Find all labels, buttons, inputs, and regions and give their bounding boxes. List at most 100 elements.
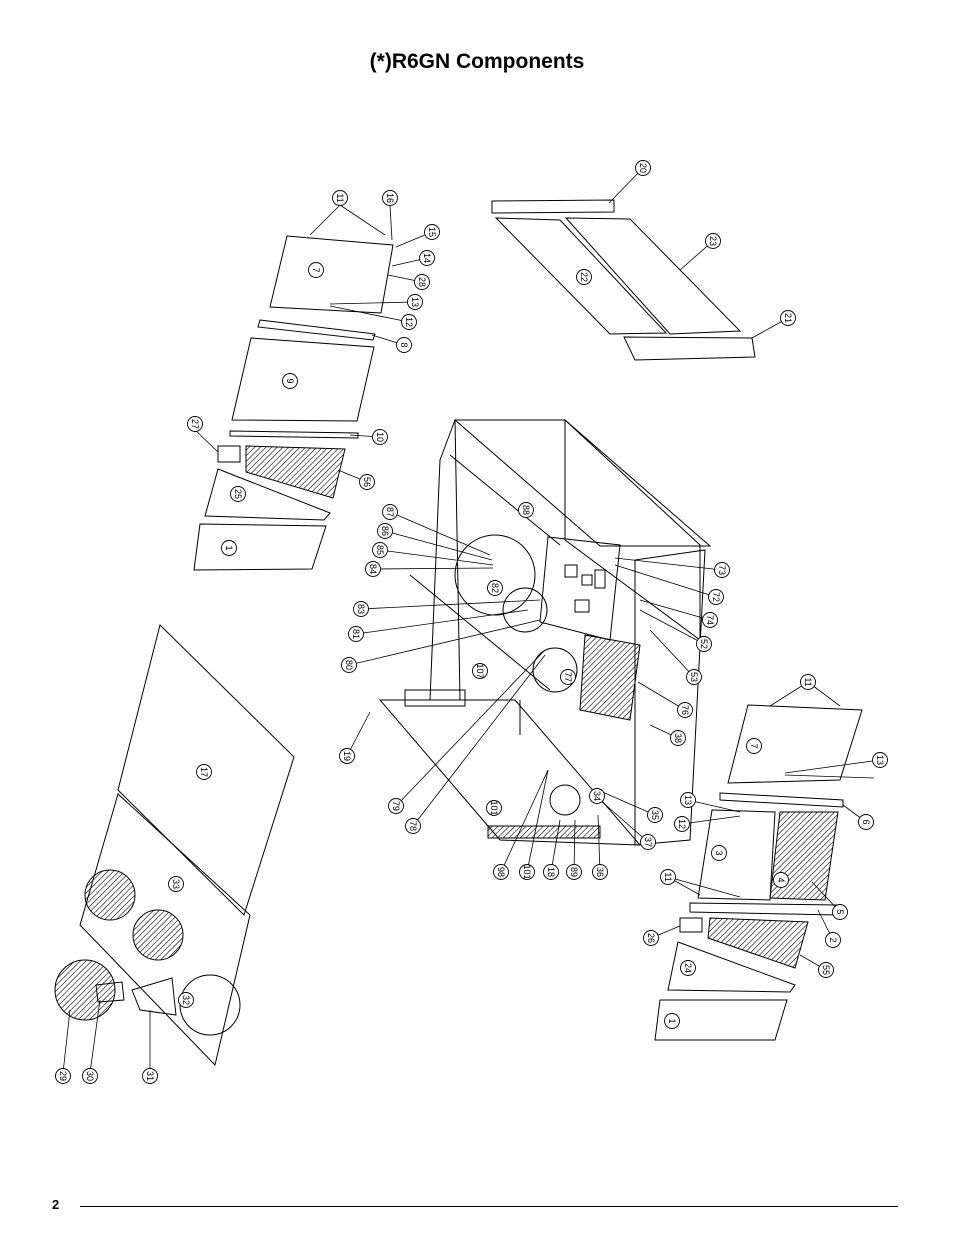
callout-5: 5 <box>832 904 848 920</box>
compressor <box>549 784 581 816</box>
callout-number: 6 <box>861 819 871 824</box>
callout-number: 56 <box>362 477 372 487</box>
callout-bubble <box>686 669 702 685</box>
callout-107: 107 <box>472 663 488 679</box>
callout-bubble <box>196 764 212 780</box>
callout-81: 81 <box>348 626 364 642</box>
callout-20: 20 <box>635 160 651 176</box>
callout-bubble <box>592 864 608 880</box>
callout-13: 13 <box>680 792 696 808</box>
callout-number: 1 <box>224 545 234 550</box>
callout-10: 10 <box>372 429 388 445</box>
callout-number: 34 <box>592 791 602 801</box>
callout-number: 27 <box>190 419 200 429</box>
callout-bubble <box>773 872 789 888</box>
callout-bubble <box>486 800 502 816</box>
callout-number: 7 <box>311 267 321 272</box>
callout-26: 26 <box>643 930 659 946</box>
callout-bubble <box>708 589 724 605</box>
callout-6: 6 <box>858 814 874 830</box>
callout-bubble <box>818 962 834 978</box>
callout-bubble <box>359 474 375 490</box>
side-panel <box>204 468 331 521</box>
callout-number: 53 <box>689 672 699 682</box>
callout-bubble <box>560 669 576 685</box>
callout-88: 88 <box>518 502 534 518</box>
callout-number: 1 <box>667 1018 677 1023</box>
callout-28: 28 <box>414 274 430 290</box>
top-panel-left <box>494 217 668 335</box>
callout-number: 11 <box>335 193 345 202</box>
callout-number: 21 <box>783 313 793 323</box>
callout-85: 85 <box>372 542 388 558</box>
callout-number: 30 <box>85 1071 95 1081</box>
callout-number: 52 <box>699 639 709 649</box>
callout-bubble <box>872 752 888 768</box>
lower-rail <box>229 430 359 439</box>
callout-bubble <box>377 523 393 539</box>
footer-rule <box>80 1206 898 1207</box>
callout-number: 38 <box>673 733 683 743</box>
top-bracket <box>623 336 756 361</box>
callout-3: 3 <box>711 845 727 861</box>
callout-bubble <box>518 502 534 518</box>
callout-14: 14 <box>419 250 435 266</box>
callout-number: 82 <box>490 583 500 593</box>
callout-bubble <box>711 845 727 861</box>
callout-72: 72 <box>708 589 724 605</box>
callout-number: 8 <box>399 342 409 347</box>
callout-number: 81 <box>351 629 361 639</box>
callout-bubble <box>640 834 656 850</box>
callout-bubble <box>832 904 848 920</box>
callout-bubble <box>82 1068 98 1084</box>
control-panel <box>539 536 621 641</box>
callout-31: 31 <box>142 1068 158 1084</box>
callout-bubble <box>348 626 364 642</box>
callout-1: 1 <box>221 540 237 556</box>
callout-number: 22 <box>579 272 589 282</box>
callout-bubble <box>543 864 559 880</box>
callout-bubble <box>341 657 357 673</box>
callout-bubble <box>800 674 816 690</box>
callout-11: 11 <box>332 190 348 206</box>
callout-bubble <box>660 869 676 885</box>
callout-bubble <box>635 160 651 176</box>
callout-number: 31 <box>145 1071 155 1081</box>
callout-82: 82 <box>487 580 503 596</box>
callout-number: 32 <box>181 995 191 1005</box>
callout-bubble <box>230 486 246 502</box>
callout-37: 37 <box>640 834 656 850</box>
callout-bubble <box>388 798 404 814</box>
callout-21: 21 <box>780 310 796 326</box>
callout-number: 2 <box>828 937 838 942</box>
callout-11: 11 <box>800 674 816 690</box>
callout-bubble <box>282 373 298 389</box>
callout-38: 38 <box>670 730 686 746</box>
callout-bubble <box>696 636 712 652</box>
callout-12: 12 <box>401 314 417 330</box>
callout-80: 80 <box>341 657 357 673</box>
callout-number: 36 <box>595 867 605 877</box>
callout-number: 9 <box>285 378 295 383</box>
side-small-cover <box>679 917 703 933</box>
callout-bubble <box>187 416 203 432</box>
callout-bubble <box>382 190 398 206</box>
callout-74: 74 <box>702 612 718 628</box>
callout-15: 15 <box>424 224 440 240</box>
callout-number: 101 <box>489 800 499 815</box>
callout-bubble <box>168 876 184 892</box>
blower-housing <box>454 534 536 616</box>
callout-bubble <box>332 190 348 206</box>
callout-number: 26 <box>646 933 656 943</box>
callout-30: 30 <box>82 1068 98 1084</box>
callout-bubble <box>419 250 435 266</box>
callout-86: 86 <box>377 523 393 539</box>
callout-number: 77 <box>563 672 573 682</box>
callout-number: 5 <box>835 909 845 914</box>
callout-bubble <box>643 930 659 946</box>
callout-29: 29 <box>55 1068 71 1084</box>
heater-bank <box>579 634 641 721</box>
callout-number: 13 <box>410 297 420 307</box>
callout-number: 79 <box>391 801 401 811</box>
callout-number: 80 <box>344 660 354 670</box>
